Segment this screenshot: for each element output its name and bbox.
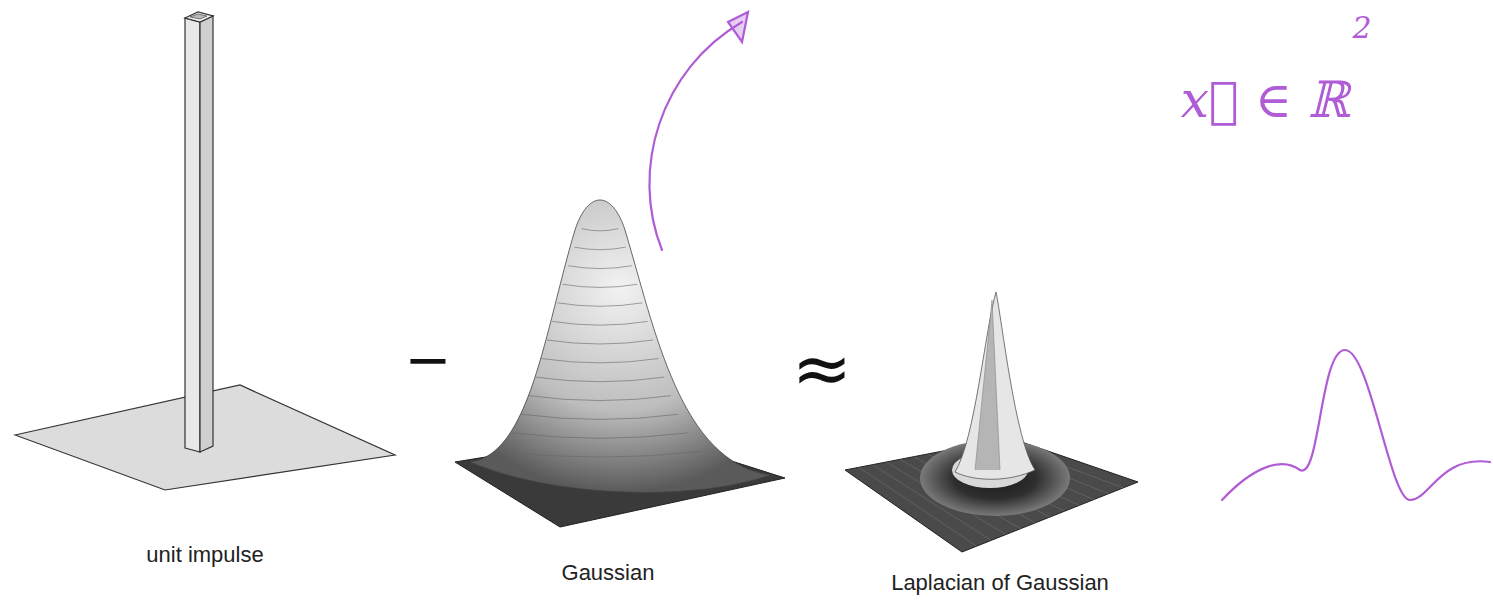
contour-line xyxy=(522,414,679,419)
contour-line xyxy=(529,396,671,401)
log-figure xyxy=(845,292,1138,552)
figure-caption: Laplacian of Gaussian xyxy=(891,572,1109,594)
contour-line xyxy=(536,377,665,382)
operator-symbol: − xyxy=(405,332,452,388)
contour-line xyxy=(542,359,659,363)
contour-line xyxy=(574,247,625,250)
contour-line xyxy=(499,451,701,457)
contour-line xyxy=(568,266,631,269)
handwritten-note: x⃗ ∈ ℝ xyxy=(1181,75,1350,125)
figure-caption: Gaussian xyxy=(562,562,655,584)
contour-line xyxy=(582,229,619,231)
gaussian-figure xyxy=(455,200,785,527)
contour-line xyxy=(552,321,647,325)
contour-line xyxy=(512,433,687,438)
contour-line xyxy=(547,340,653,344)
impulse-figure xyxy=(15,12,395,490)
handwritten-note: 2 xyxy=(1352,13,1371,43)
contour-line xyxy=(563,284,637,287)
handwritten-annotation xyxy=(649,12,1490,500)
figure-caption: unit impulse xyxy=(146,544,263,566)
contour-line xyxy=(557,303,642,306)
operator-symbol: ≈ xyxy=(792,332,852,404)
